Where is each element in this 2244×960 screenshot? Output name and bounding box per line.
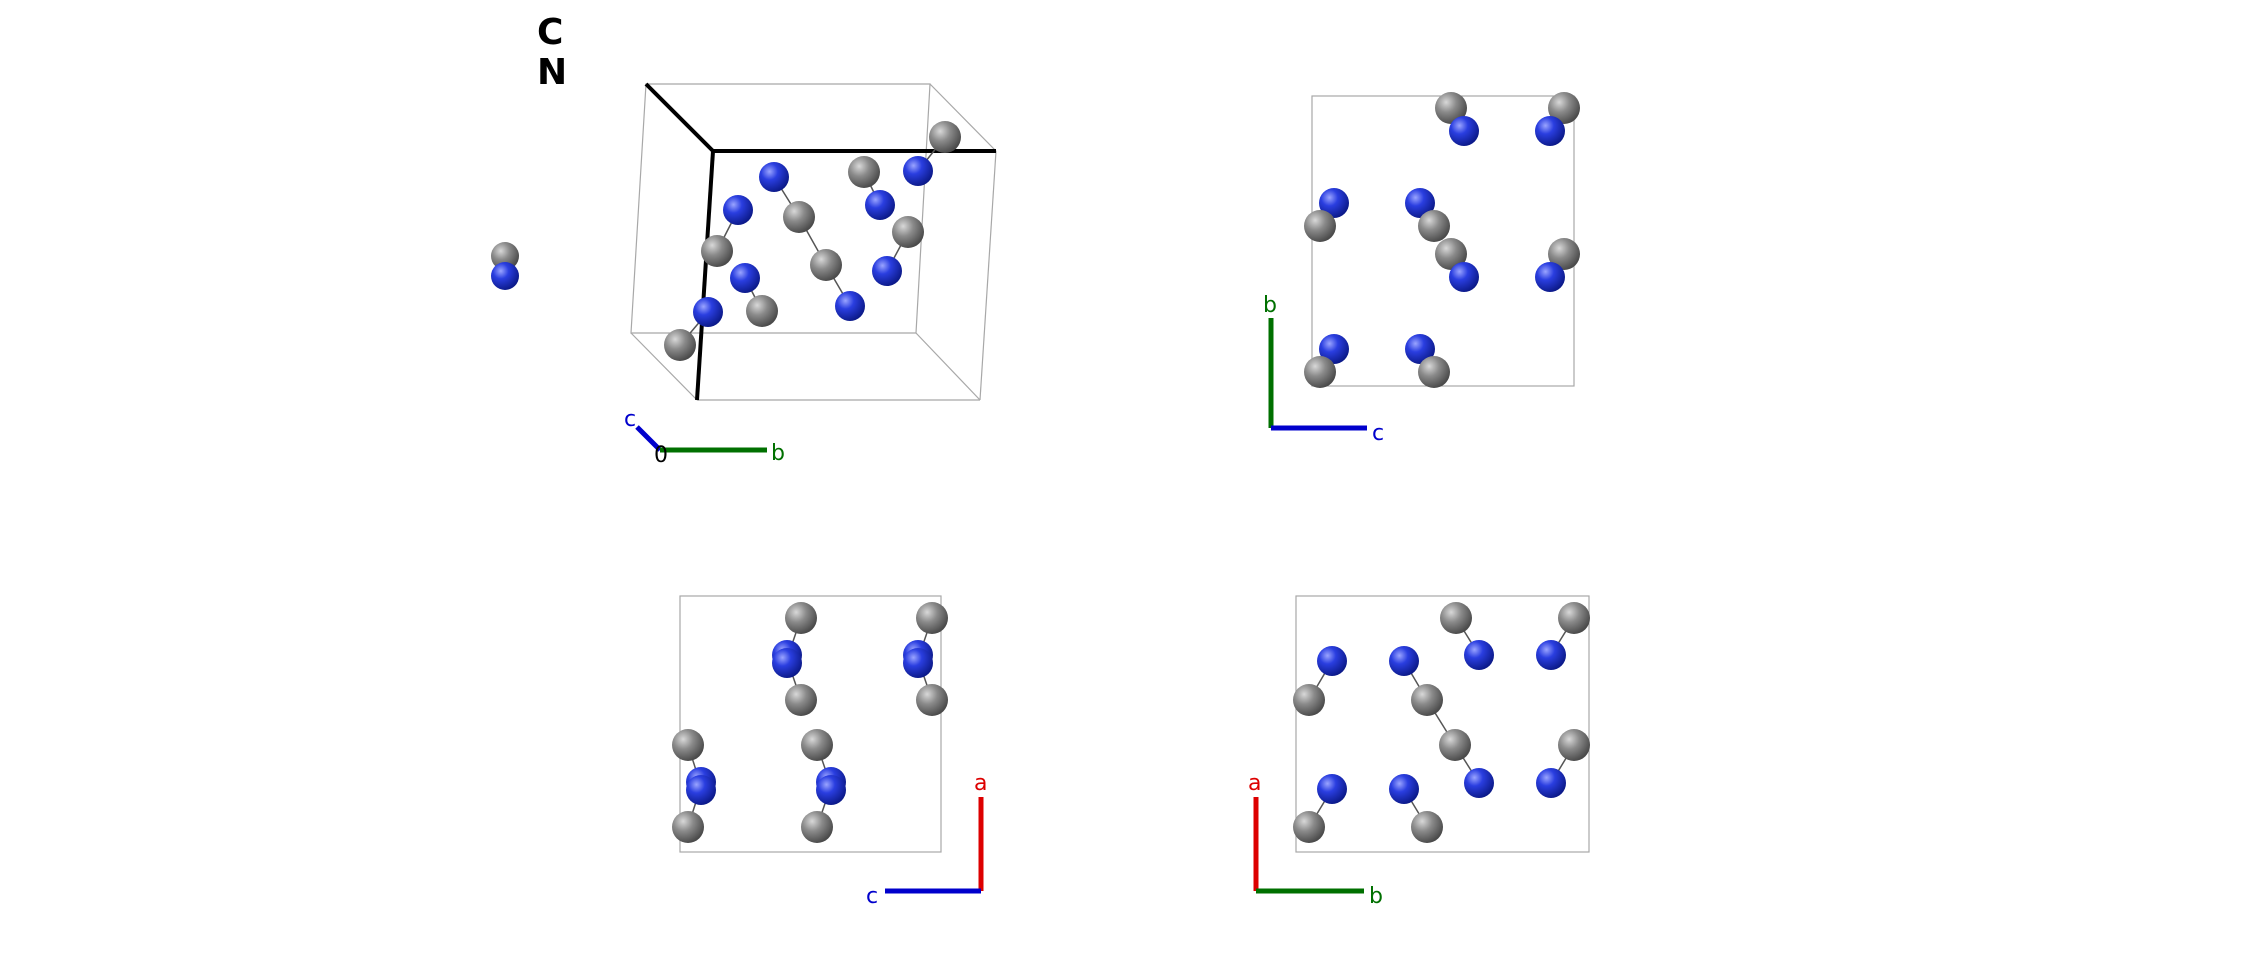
- carbon-atom: [1411, 684, 1443, 716]
- axis-b-label: b: [1263, 293, 1277, 318]
- nitrogen-atom: [1536, 768, 1566, 798]
- carbon-atom: [491, 242, 519, 270]
- nitrogen-atom: [903, 648, 933, 678]
- nitrogen-atom: [759, 162, 789, 192]
- legend-carbon-label: C: [537, 12, 563, 53]
- nitrogen-atom: [835, 291, 865, 321]
- nitrogen-atom: [1449, 262, 1479, 292]
- axis-c-label: c: [866, 884, 878, 909]
- legend-nitrogen-label: N: [537, 52, 567, 93]
- carbon-atom: [1548, 92, 1580, 124]
- axis-c-label: c: [624, 407, 636, 432]
- nitrogen-atom: [865, 190, 895, 220]
- carbon-atom: [1440, 602, 1472, 634]
- carbon-atom: [916, 602, 948, 634]
- axis-c-label: c: [1372, 421, 1384, 446]
- carbon-atom: [1558, 729, 1590, 761]
- carbon-atom: [801, 729, 833, 761]
- panel-perspective-view: c 0 b: [491, 82, 997, 468]
- carbon-atom: [1548, 238, 1580, 270]
- carbon-atom: [1304, 210, 1336, 242]
- atoms: [491, 121, 961, 361]
- axis-triad-a-c: a c: [866, 771, 987, 909]
- carbon-atom: [801, 811, 833, 843]
- axis-b-label: b: [1369, 884, 1383, 909]
- carbon-atom: [1418, 356, 1450, 388]
- carbon-atom: [1304, 356, 1336, 388]
- nitrogen-atom: [1405, 188, 1435, 218]
- nitrogen-atom: [730, 263, 760, 293]
- axis-a-label: a: [974, 771, 987, 796]
- axis-origin-label: 0: [654, 443, 668, 468]
- carbon-atom: [746, 295, 778, 327]
- nitrogen-atom: [1405, 334, 1435, 364]
- atoms: [1293, 602, 1590, 843]
- bond-lines: [1308, 617, 1575, 828]
- unit-cell-outline: [630, 83, 997, 401]
- carbon-atom: [810, 249, 842, 281]
- nitrogen-atom: [1319, 334, 1349, 364]
- panel-view-b-c: b c: [1263, 92, 1580, 446]
- nitrogen-atom: [1317, 646, 1347, 676]
- unit-cell-outline: [679, 595, 942, 853]
- nitrogen-atom: [816, 775, 846, 805]
- carbon-atom: [672, 729, 704, 761]
- axis-b-label: b: [771, 441, 785, 466]
- carbon-atom: [1411, 811, 1443, 843]
- nitrogen-atom: [491, 262, 519, 290]
- nitrogen-atom: [1449, 116, 1479, 146]
- panel-view-a-c: a c: [672, 595, 987, 909]
- carbon-atom: [785, 684, 817, 716]
- axis-triad-perspective: c 0 b: [624, 407, 785, 468]
- nitrogen-atom: [1464, 640, 1494, 670]
- nitrogen-atom: [723, 195, 753, 225]
- nitrogen-atom: [1464, 768, 1494, 798]
- nitrogen-atom: [872, 256, 902, 286]
- carbon-atom: [1293, 811, 1325, 843]
- carbon-atom: [892, 216, 924, 248]
- carbon-atom: [1435, 238, 1467, 270]
- nitrogen-atom: [1389, 646, 1419, 676]
- panel-view-a-b: a b: [1248, 595, 1590, 909]
- element-legend: C N: [537, 12, 567, 93]
- carbon-atom: [1418, 210, 1450, 242]
- carbon-atom: [929, 121, 961, 153]
- atoms: [672, 602, 948, 843]
- carbon-atom: [1293, 684, 1325, 716]
- axis-a-label: a: [1248, 771, 1261, 796]
- carbon-atom: [785, 602, 817, 634]
- axis-c-line: [635, 425, 662, 452]
- carbon-atom: [664, 329, 696, 361]
- carbon-atom: [916, 684, 948, 716]
- nitrogen-atom: [1389, 774, 1419, 804]
- nitrogen-atom: [772, 648, 802, 678]
- atoms: [1304, 92, 1580, 388]
- carbon-atom: [672, 811, 704, 843]
- nitrogen-atom: [686, 775, 716, 805]
- nitrogen-atom: [1319, 188, 1349, 218]
- nitrogen-atom: [903, 156, 933, 186]
- carbon-atom: [1558, 602, 1590, 634]
- axis-triad-a-b: a b: [1248, 771, 1383, 909]
- nitrogen-atom: [1535, 262, 1565, 292]
- carbon-atom: [848, 156, 880, 188]
- carbon-atom: [1439, 729, 1471, 761]
- nitrogen-atom: [693, 297, 723, 327]
- unit-cell-outline: [1295, 595, 1590, 853]
- nitrogen-atom: [1317, 774, 1347, 804]
- carbon-atom: [783, 201, 815, 233]
- bond-lines: [687, 617, 933, 828]
- nitrogen-atom: [1535, 116, 1565, 146]
- carbon-atom: [1435, 92, 1467, 124]
- carbon-atom: [701, 235, 733, 267]
- axis-triad-b-c: b c: [1263, 293, 1384, 446]
- nitrogen-atom: [1536, 640, 1566, 670]
